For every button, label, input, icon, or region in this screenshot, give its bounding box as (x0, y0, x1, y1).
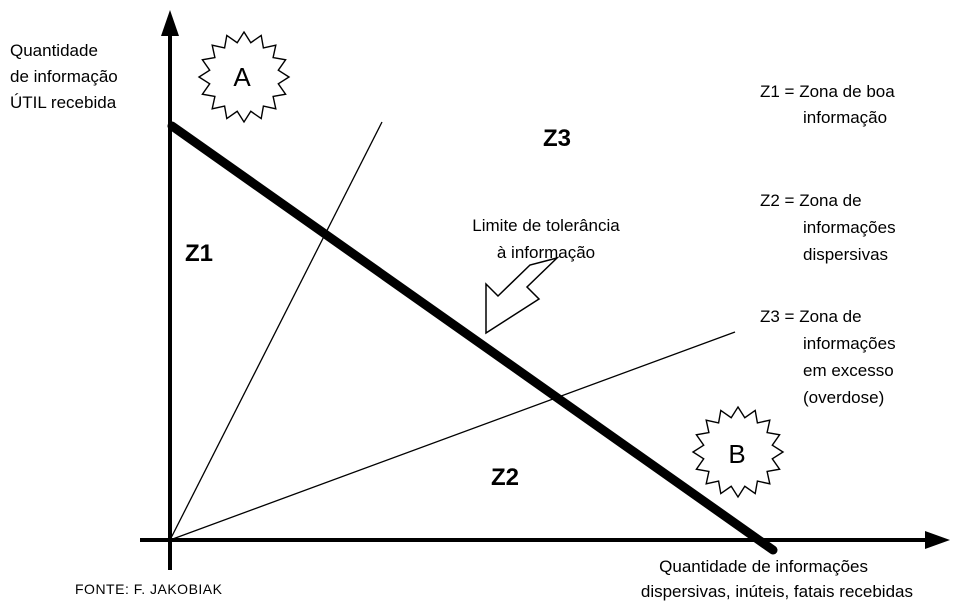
x-axis-label-line-2: dispersivas, inúteis, fatais recebidas (641, 582, 913, 601)
y-axis-label-line-1: Quantidade (10, 41, 98, 60)
legend-z3-line-1: Z3 = Zona de (760, 307, 862, 326)
z1-boundary-ray (169, 121, 383, 541)
legend-z3-line-3: em excesso (803, 361, 894, 380)
badge-b-label: B (728, 439, 745, 469)
legend: Z1 = Zona de boa informação Z2 = Zona de… (760, 82, 896, 407)
x-axis-label-line-1: Quantidade de informações (659, 557, 868, 576)
tolerance-pointer-arrow-icon (485, 256, 560, 335)
starburst-a-icon (197, 30, 291, 124)
legend-z3-line-2: informações (803, 334, 896, 353)
tolerance-limit-line (167, 121, 778, 555)
zone-z2-label: Z2 (491, 464, 519, 491)
legend-z2-line-3: dispersivas (803, 245, 888, 264)
y-axis-arrowhead (161, 10, 179, 36)
tolerance-label-line-1: Limite de tolerância (472, 216, 620, 235)
zone-z1-label: Z1 (185, 240, 213, 267)
badge-a-label: A (233, 62, 251, 92)
tolerance-label-line-2: à informação (497, 243, 595, 262)
y-axis (161, 10, 179, 570)
legend-z3-line-4: (overdose) (803, 388, 884, 407)
x-axis-label: Quantidade de informações dispersivas, i… (641, 557, 913, 601)
x-axis (140, 531, 950, 549)
badge-b: B (691, 405, 785, 499)
y-axis-label-line-3: ÚTIL recebida (10, 93, 117, 112)
x-axis-arrowhead (925, 531, 950, 549)
legend-z1-line-2: informação (803, 108, 887, 127)
legend-z2-line-2: informações (803, 218, 896, 237)
y-axis-label-line-2: de informação (10, 67, 118, 86)
starburst-b-icon (691, 405, 785, 499)
zone-z3-label: Z3 (543, 125, 571, 152)
y-axis-label: Quantidade de informação ÚTIL recebida (10, 41, 118, 112)
tolerance-label: Limite de tolerância à informação (472, 216, 620, 262)
badge-a: A (197, 30, 291, 124)
z2-boundary-ray (169, 331, 736, 541)
source-caption: FONTE: F. JAKOBIAK (75, 581, 223, 597)
legend-z1-line-1: Z1 = Zona de boa (760, 82, 895, 101)
legend-z2-line-1: Z2 = Zona de (760, 191, 862, 210)
